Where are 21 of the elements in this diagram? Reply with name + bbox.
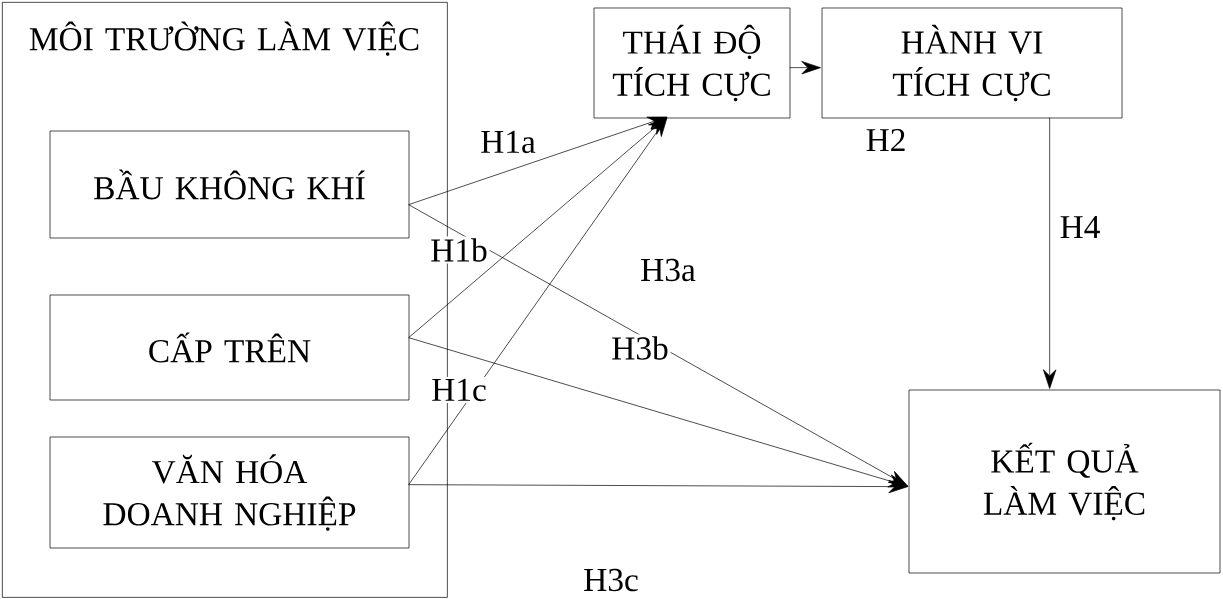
edge-label: H3a: [638, 257, 698, 283]
edge-label: H3b: [609, 334, 671, 362]
edge-label: H1b: [428, 236, 490, 264]
arrow: [408, 117, 668, 338]
concept-box: BẦU KHÔNG KHÍ: [49, 130, 410, 239]
arrow: [408, 479, 908, 494]
edge-label: H2: [863, 127, 909, 153]
concept-box: THÁI ĐỘ TÍCH CỰC: [593, 7, 791, 119]
arrow: [1043, 117, 1057, 389]
edge-label: H4: [1057, 214, 1103, 240]
edge-label: H3c: [581, 567, 641, 593]
concept-box: HÀNH VI TÍCH CỰC: [821, 7, 1123, 119]
concept-box: VĂN HÓA DOANH NGHIỆP: [49, 436, 410, 549]
edge-label: H1c: [429, 377, 489, 403]
arrow: [789, 61, 821, 75]
concept-box: CẤP TRÊN: [49, 294, 410, 401]
arrow: [408, 117, 668, 485]
arrow: [408, 116, 667, 205]
concept-box: KẾT QUẢ LÀM VIỆC: [908, 389, 1221, 574]
arrow: [408, 337, 908, 488]
edge-label: H1a: [478, 129, 538, 155]
